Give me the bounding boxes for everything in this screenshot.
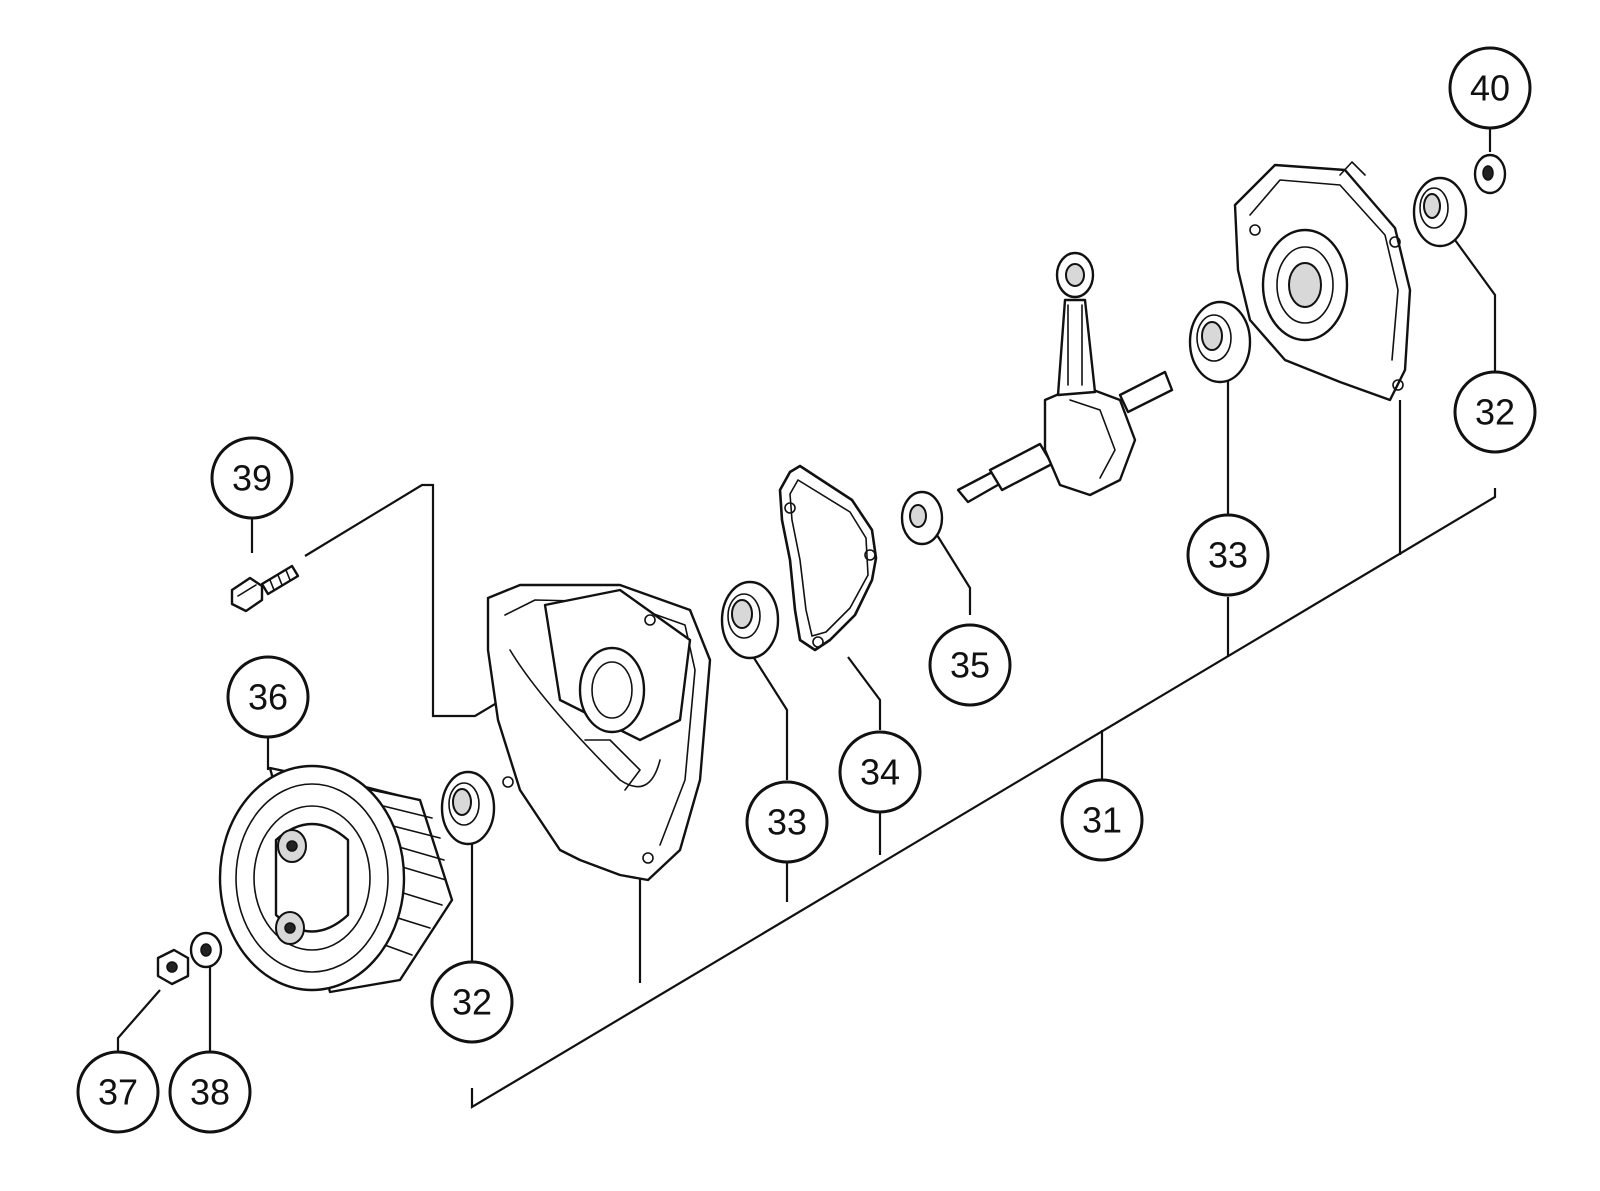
crankcase-half-right bbox=[1233, 161, 1412, 402]
leader-32-right bbox=[1454, 239, 1497, 372]
callout-34: 34 bbox=[838, 730, 922, 814]
flywheel-part-36 bbox=[218, 764, 454, 994]
callout-37: 37 bbox=[76, 1050, 160, 1134]
callout-40: 40 bbox=[1448, 46, 1532, 130]
callout-36-label: 36 bbox=[248, 677, 288, 718]
leader-39-path bbox=[304, 483, 511, 718]
callout-33-left-label: 33 bbox=[767, 802, 807, 843]
callout-34-label: 34 bbox=[860, 752, 900, 793]
callout-32-bottom-label: 32 bbox=[452, 982, 492, 1023]
callout-33-right: 33 bbox=[1186, 513, 1270, 597]
gasket-part-34 bbox=[778, 464, 878, 652]
leader-34 bbox=[847, 656, 882, 730]
washer-part-35 bbox=[900, 490, 944, 546]
callouts: 31 32 32 33 33 34 35 36 bbox=[76, 46, 1537, 1134]
callout-33-right-label: 33 bbox=[1208, 535, 1248, 576]
callout-37-label: 37 bbox=[98, 1072, 138, 1113]
callout-32-right: 32 bbox=[1453, 370, 1537, 454]
callout-38: 38 bbox=[168, 1050, 252, 1134]
bearing-part-32-right bbox=[1412, 176, 1468, 248]
bearing-part-33-left bbox=[720, 580, 780, 660]
callout-39: 39 bbox=[210, 436, 294, 520]
leader-assembly-31 bbox=[470, 488, 1497, 1109]
leader-33-left bbox=[753, 657, 789, 780]
callout-31: 31 bbox=[1060, 778, 1144, 862]
nut-part-37 bbox=[156, 948, 190, 986]
bearing-part-33-right bbox=[1188, 300, 1252, 384]
callout-32-bottom: 32 bbox=[430, 960, 514, 1044]
crankshaft-part bbox=[956, 251, 1174, 504]
callout-33-left: 33 bbox=[745, 780, 829, 864]
callout-38-label: 38 bbox=[190, 1072, 230, 1113]
callout-31-label: 31 bbox=[1082, 800, 1122, 841]
callout-32-right-label: 32 bbox=[1475, 392, 1515, 433]
leader-35 bbox=[936, 534, 972, 615]
leader-37 bbox=[116, 989, 161, 1052]
callout-35-label: 35 bbox=[950, 645, 990, 686]
callout-36: 36 bbox=[226, 655, 310, 739]
leader-lines bbox=[116, 128, 1497, 1109]
washer-part-38 bbox=[189, 931, 223, 969]
bolt-part-39 bbox=[230, 564, 300, 613]
washer-part-40 bbox=[1473, 153, 1507, 195]
callout-40-label: 40 bbox=[1470, 68, 1510, 109]
callout-35: 35 bbox=[928, 623, 1012, 707]
callout-39-label: 39 bbox=[232, 458, 272, 499]
crankcase-half-left bbox=[486, 583, 712, 882]
bearing-part-32-left bbox=[440, 770, 496, 846]
